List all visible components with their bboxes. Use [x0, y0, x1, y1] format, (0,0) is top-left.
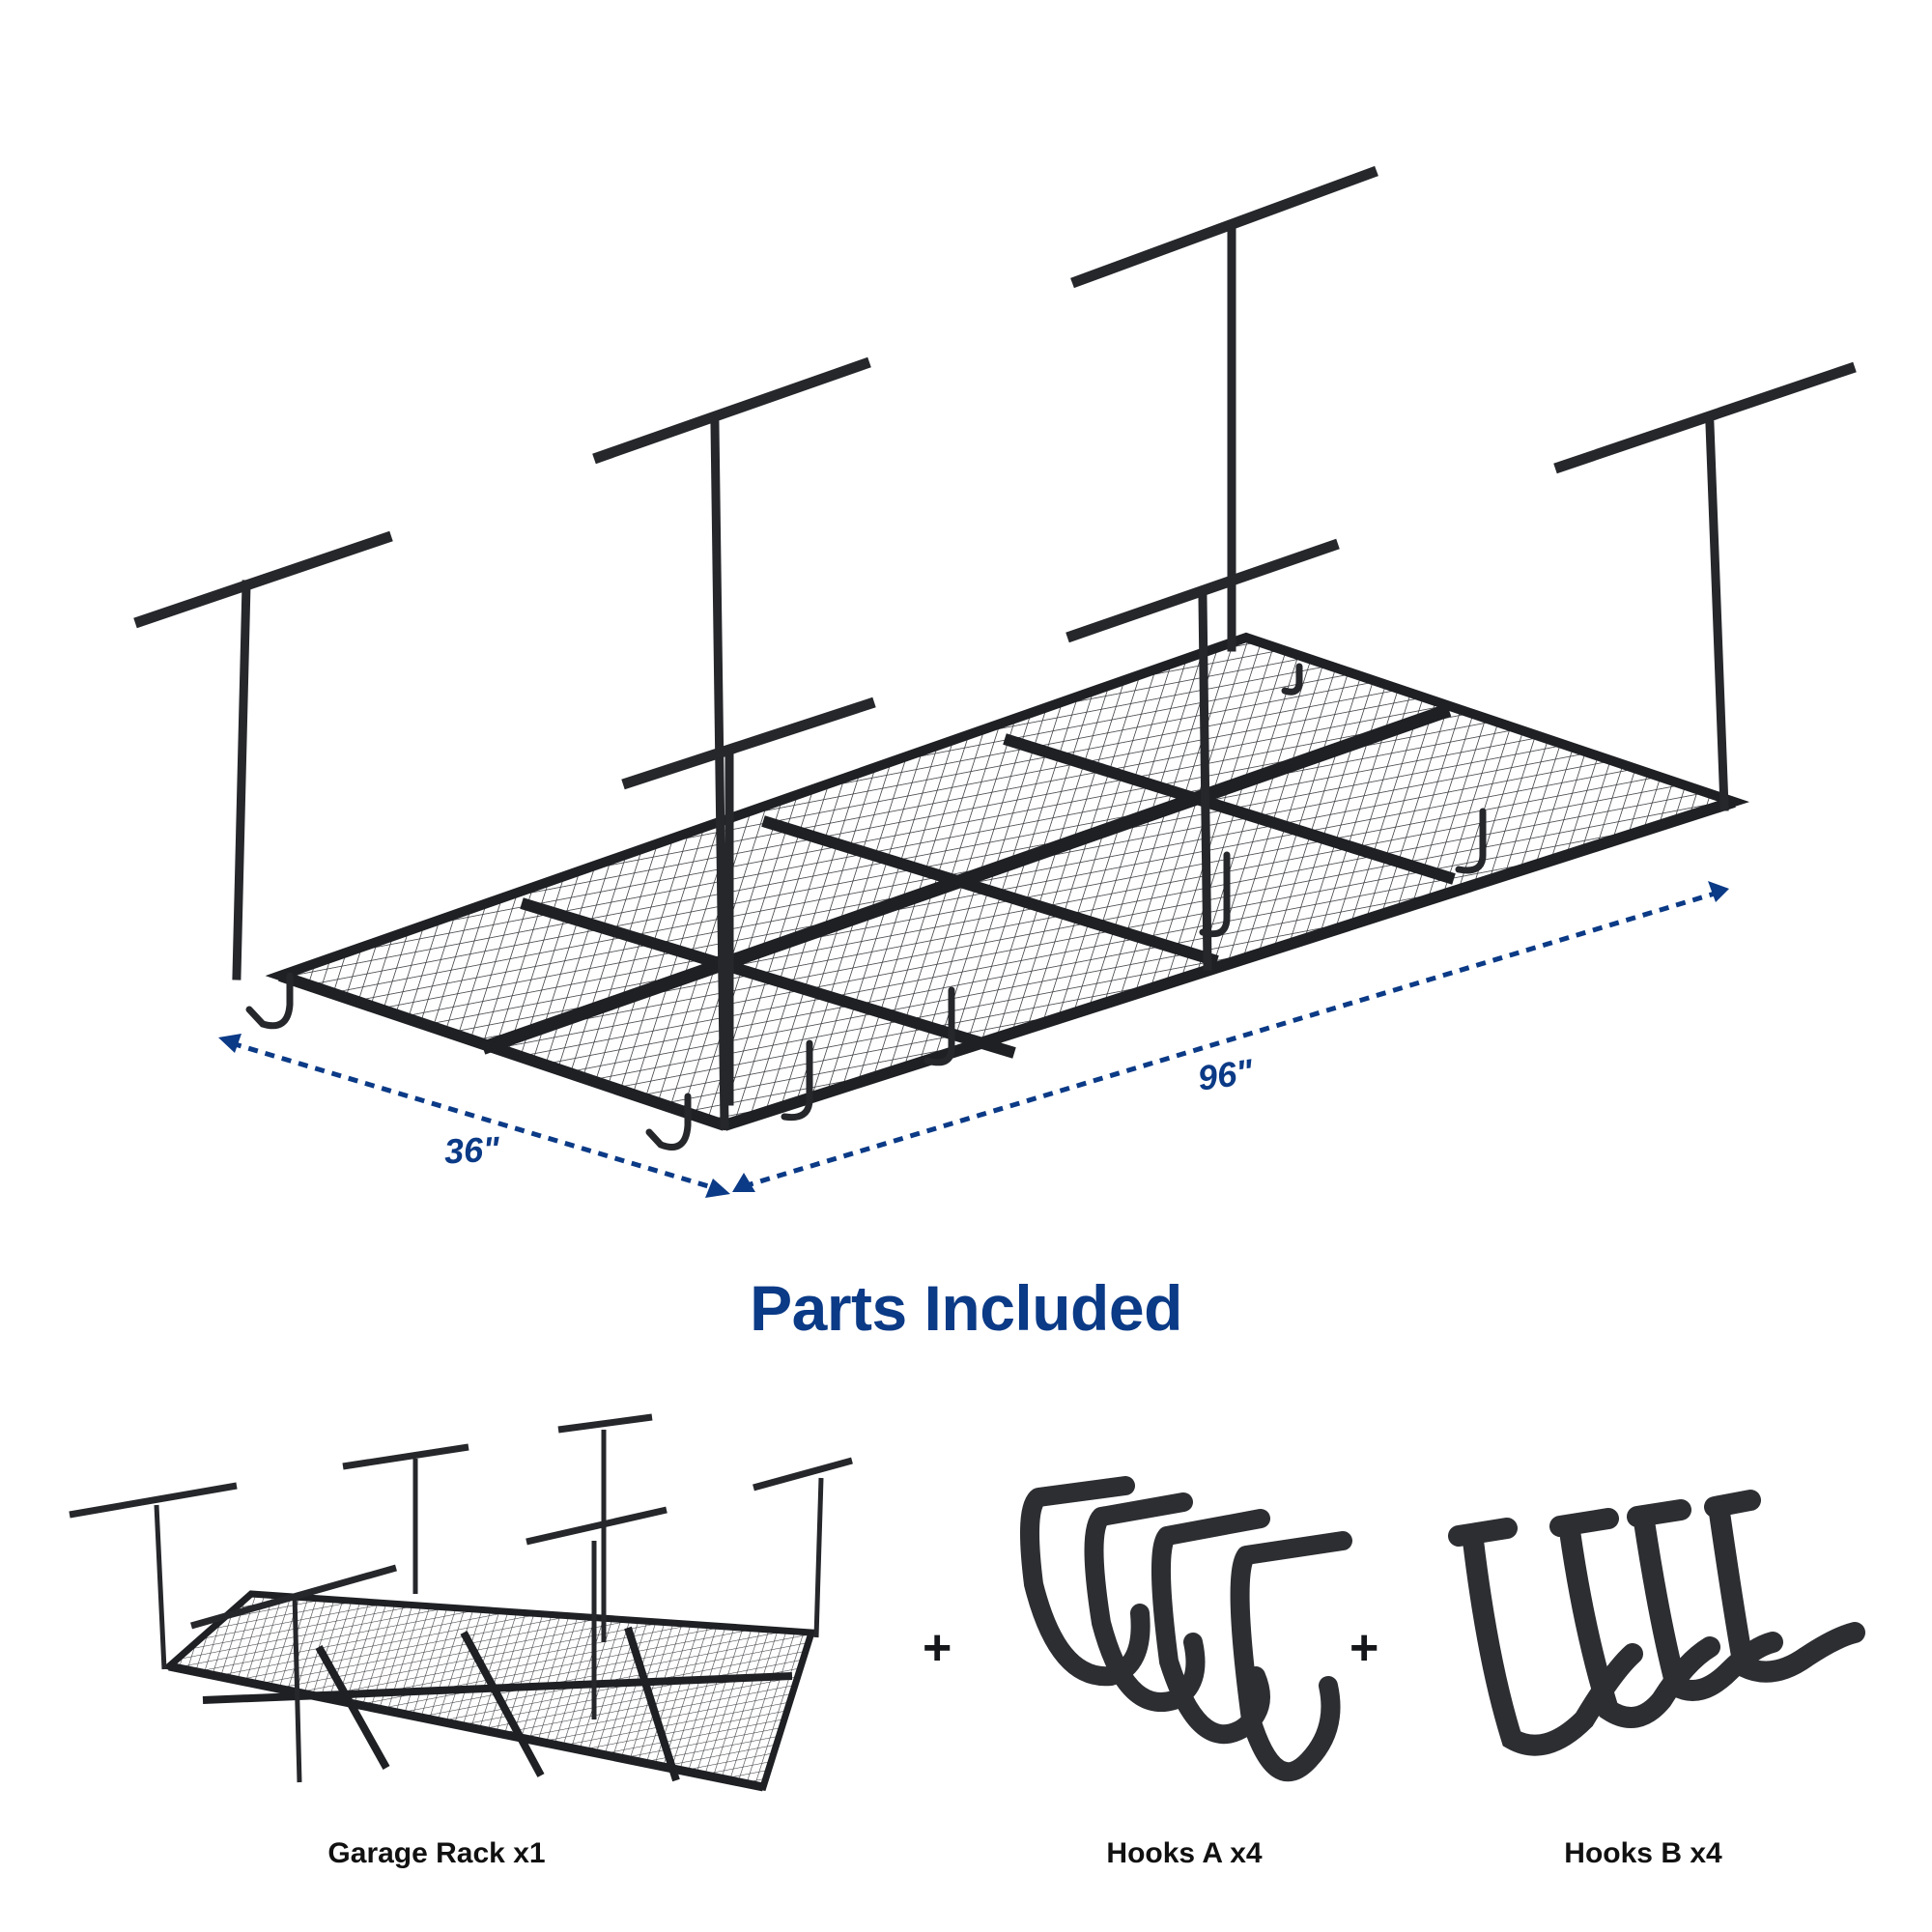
length-arrowhead-left [732, 1173, 755, 1192]
rack-posts [232, 222, 1729, 1130]
width-dimension-label: 36" [442, 1128, 501, 1172]
part-label-garage-rack: Garage Rack x1 [327, 1837, 546, 1869]
main-rack-hooks [245, 663, 1487, 1151]
plus-separator-2: + [1350, 1620, 1379, 1676]
part-label-hooks-b: Hooks B x4 [1564, 1837, 1722, 1869]
length-dimension-label: 96" [1195, 1051, 1256, 1098]
length-arrowhead-right [1708, 881, 1729, 902]
garage-rack-thumbnail [69, 1413, 853, 1792]
dimension-arrows [218, 881, 1729, 1198]
rack-platform [265, 632, 1750, 1131]
length-dimension-line [743, 891, 1716, 1189]
hooks-a-illustration [1020, 1476, 1352, 1782]
hooks-b-illustration [1448, 1490, 1865, 1756]
width-arrowhead-right [705, 1179, 730, 1198]
part-label-hooks-a: Hooks A x4 [1106, 1837, 1263, 1869]
ceiling-brackets [133, 165, 1857, 790]
section-title: Parts Included [750, 1272, 1182, 1344]
plus-separator-1: + [923, 1620, 952, 1676]
width-dimension-line [231, 1040, 716, 1191]
width-arrowhead-left [218, 1034, 242, 1053]
